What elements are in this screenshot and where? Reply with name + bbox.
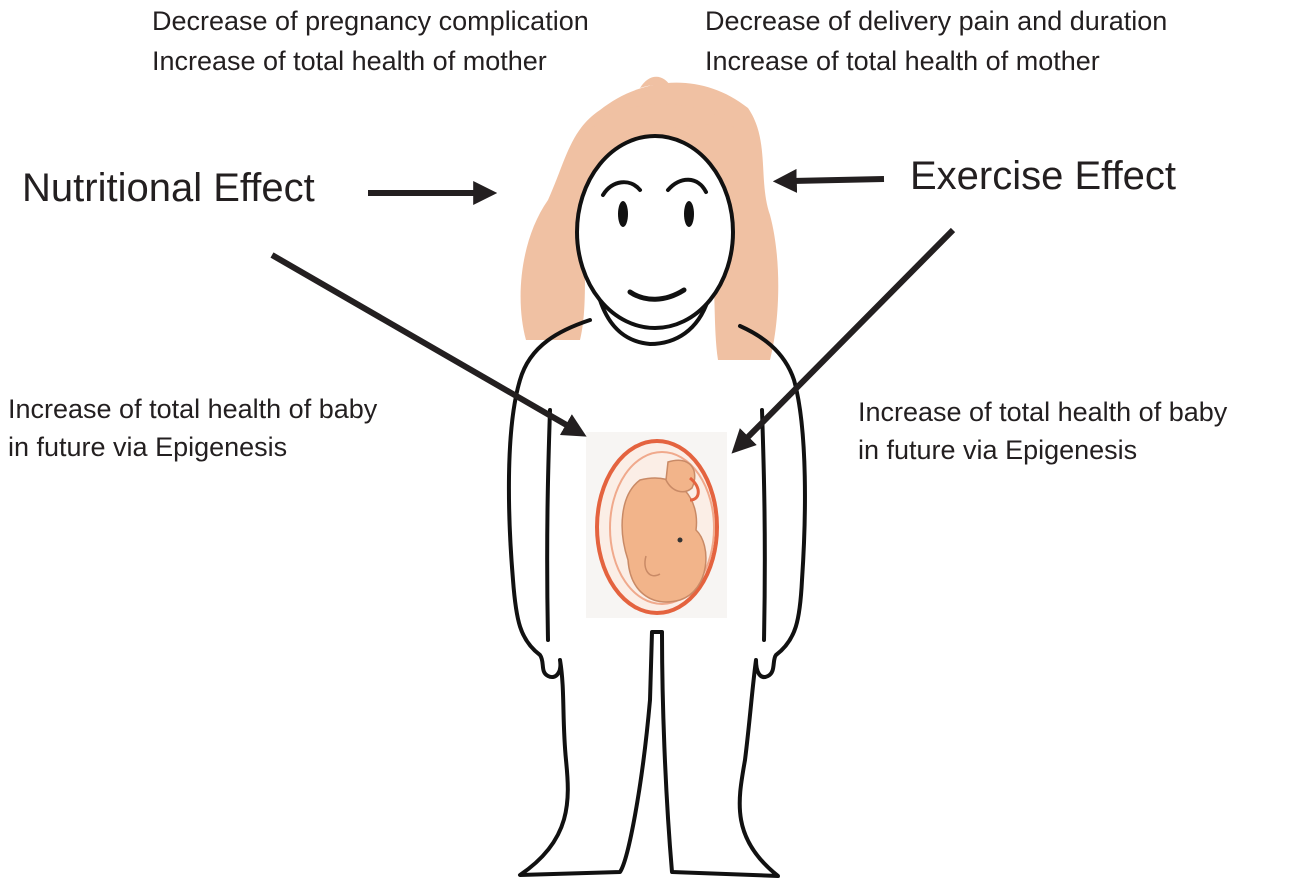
face-icon: [577, 136, 733, 328]
fetus-in-womb-icon: [586, 432, 727, 618]
exercise-to-mother-arrow: [792, 179, 884, 181]
